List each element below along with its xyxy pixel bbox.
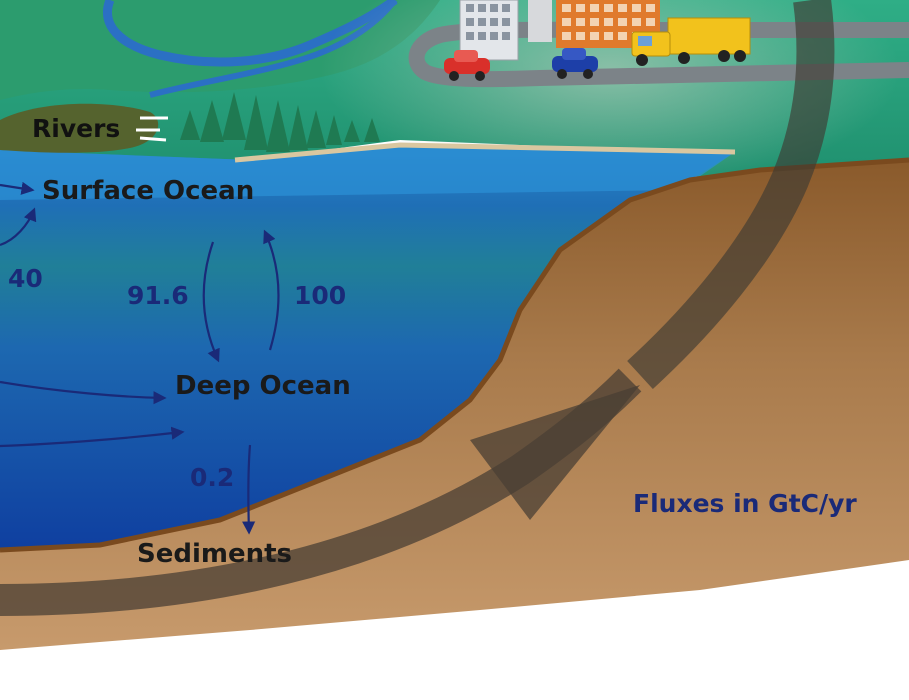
sediment-edge — [0, 157, 909, 553]
ocean — [0, 145, 735, 550]
flux-deep-to-sediments: 0.2 — [190, 463, 234, 492]
blue-car-icon — [552, 48, 598, 79]
flux-partial-left: 40 — [8, 264, 43, 293]
shoreline — [234, 142, 736, 163]
deep-inflow-arrow-1 — [0, 380, 167, 405]
surface-feed-arrow — [0, 181, 35, 195]
flux-arrows — [0, 181, 280, 535]
fluxes-units-label: Fluxes in GtC/yr — [633, 489, 857, 518]
carbon-cycle-arrow-upper — [627, 0, 835, 390]
deep-ocean-label: Deep Ocean — [175, 371, 351, 401]
sedimentation-arrow — [242, 444, 256, 535]
flux-surface-to-deep: 91.6 — [127, 281, 189, 310]
sediment-land — [0, 160, 909, 650]
rivers-label: Rivers — [32, 114, 120, 143]
deep-inflow-arrow-2 — [0, 426, 185, 448]
red-car-icon — [444, 50, 490, 81]
yellow-truck-icon — [631, 17, 751, 66]
downwelling-arrow — [202, 241, 220, 363]
sediments-label: Sediments — [137, 539, 292, 569]
flux-deep-to-surface: 100 — [294, 281, 346, 310]
carbon-cycle-arrowhead-lower — [470, 385, 640, 520]
upwelling-arrow — [263, 229, 280, 351]
left-upflux-arrow — [0, 207, 37, 247]
surface-ocean-band — [0, 145, 735, 200]
forest-icon — [180, 92, 380, 152]
river-streaks — [136, 116, 168, 142]
surface-ocean-label: Surface Ocean — [42, 176, 254, 206]
rivers-landmass — [0, 103, 159, 153]
